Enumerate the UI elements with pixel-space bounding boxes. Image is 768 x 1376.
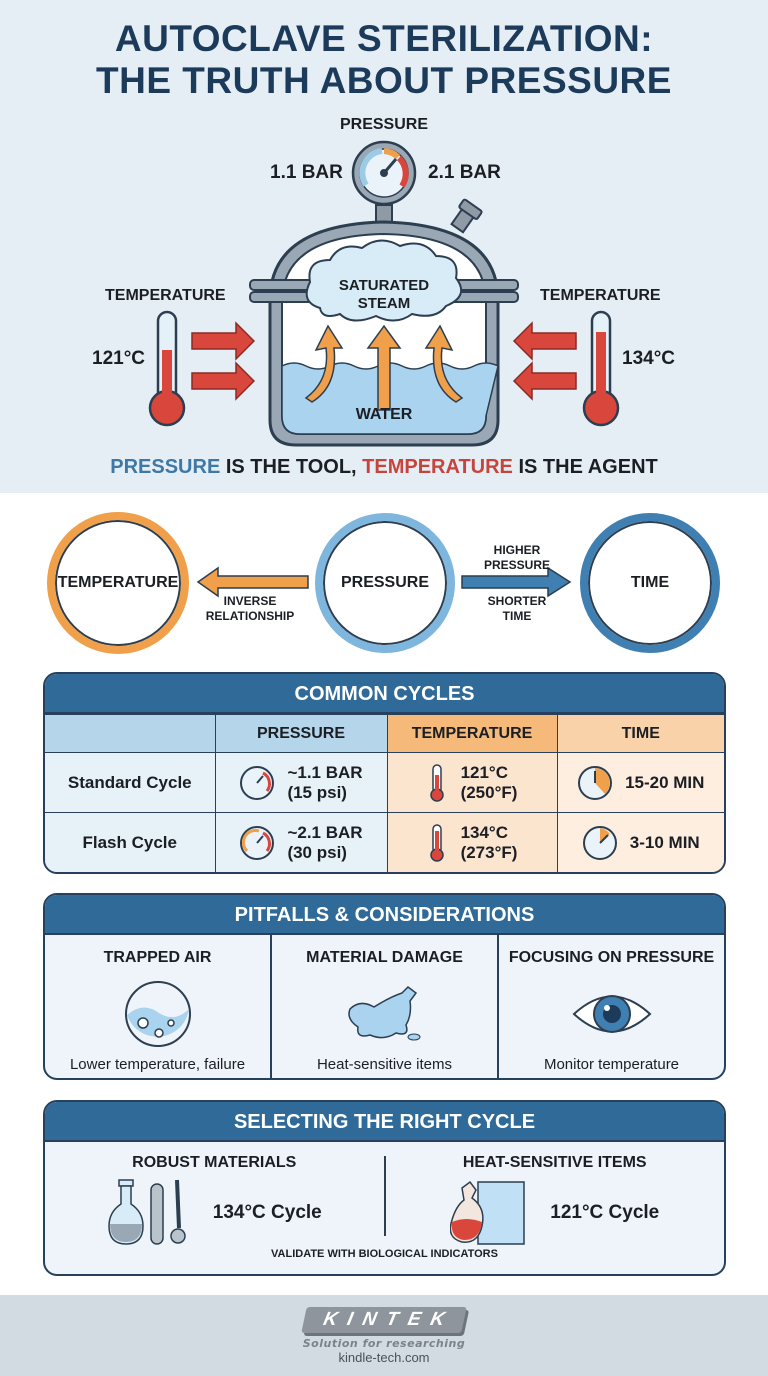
flask-pouch-icon [450, 1180, 525, 1245]
pressure-label: PRESSURE [339, 116, 429, 133]
time-circle: TIME [580, 513, 720, 653]
cycle-name: Flash Cycle [45, 812, 216, 872]
column-header-time: TIME [556, 714, 724, 753]
page-title: AUTOCLAVE STERILIZATION: THE TRUTH ABOUT… [96, 18, 672, 101]
thermometer-icon [429, 824, 444, 862]
autoclave-illustration [148, 140, 620, 447]
footer: KINTEK Solution for researching kindle-t… [0, 1295, 768, 1376]
water-label: WATER [355, 406, 413, 423]
clock-icon [582, 825, 617, 860]
temperature-circle: TEMPERATURE [47, 512, 189, 654]
pressure-low-value: 1.1 BAR [270, 162, 343, 183]
thermometer-right-icon [582, 310, 620, 427]
higher-pressure-label: HIGHER PRESSURE [483, 543, 551, 572]
arrow-left-icon [196, 566, 309, 598]
validation-note: VALIDATE WITH BIOLOGICAL INDICATORS [271, 1248, 498, 1260]
pressure-high-value: 2.1 BAR [428, 162, 501, 183]
column-header-blank [45, 714, 216, 753]
table-row: Flash Cycle ~2.1 BAR(30 psi) 134°C(273°F… [45, 812, 724, 872]
heat-sensitive-items: HEAT-SENSITIVE ITEMS 121°C Cycle [386, 1142, 725, 1252]
pitfalls-card: PITFALLS & CONSIDERATIONS TRAPPED AIR Lo… [43, 893, 726, 1080]
common-cycles-title: COMMON CYCLES [45, 674, 724, 714]
selecting-cycle-title: SELECTING THE RIGHT CYCLE [45, 1102, 724, 1142]
column-header-temperature: TEMPERATURE [386, 714, 558, 753]
slogan: Solution for researching [302, 1337, 466, 1350]
temperature-right-label: TEMPERATURE [540, 287, 661, 304]
pressure-circle: PRESSURE [315, 513, 455, 653]
arrow-right-icon [461, 566, 572, 598]
eye-icon [572, 995, 651, 1033]
clock-icon [578, 765, 613, 800]
pressure-gauge-icon [240, 765, 275, 800]
table-row: Standard Cycle ~1.1 BAR(15 psi) 121°C(25… [45, 752, 724, 813]
thermometer-left-icon [148, 310, 186, 427]
kintek-logo: KINTEK [301, 1307, 467, 1333]
shorter-time-label: SHORTER TIME [487, 594, 547, 623]
pitfall-trapped-air: TRAPPED AIR Lower temperature, failure [69, 949, 246, 1073]
melted-bottle-icon [347, 986, 420, 1041]
cycles-table: PRESSURE TEMPERATURE TIME Standard Cycle… [45, 714, 724, 872]
selecting-cycle-card: SELECTING THE RIGHT CYCLE ROBUST MATERIA… [43, 1100, 726, 1276]
inverse-relationship-label: INVERSE RELATIONSHIP [205, 594, 295, 623]
bubble-flask-icon [124, 981, 191, 1047]
pressure-gauge-icon [351, 140, 417, 224]
cycle-name: Standard Cycle [45, 752, 216, 813]
website-link[interactable]: kindle-tech.com [338, 1350, 430, 1365]
pressure-gauge-icon [240, 825, 275, 860]
relationship-arrows [196, 566, 572, 598]
divider [383, 1156, 386, 1236]
pitfalls-title: PITFALLS & CONSIDERATIONS [45, 895, 724, 935]
steam-label: SATURATED STEAM [338, 277, 430, 312]
pitfall-focusing-on-pressure: FOCUSING ON PRESSURE Monitor temperature [497, 935, 724, 1078]
robust-materials: ROBUST MATERIALS 134°C Cycle [45, 1142, 384, 1252]
temperature-left-label: TEMPERATURE [105, 287, 226, 304]
common-cycles-card: COMMON CYCLES PRESSURE TEMPERATURE TIME … [43, 672, 726, 874]
pitfall-material-damage: MATERIAL DAMAGE Heat-sensitive items [270, 935, 497, 1078]
thermometer-icon [429, 763, 444, 802]
temperature-right-value: 134°C [622, 348, 676, 369]
glassware-icon [107, 1179, 186, 1245]
temperature-left-value: 121°C [92, 348, 146, 369]
tagline: PRESSURE IS THE TOOL, TEMPERATURE IS THE… [110, 456, 658, 478]
column-header-pressure: PRESSURE [214, 714, 388, 753]
